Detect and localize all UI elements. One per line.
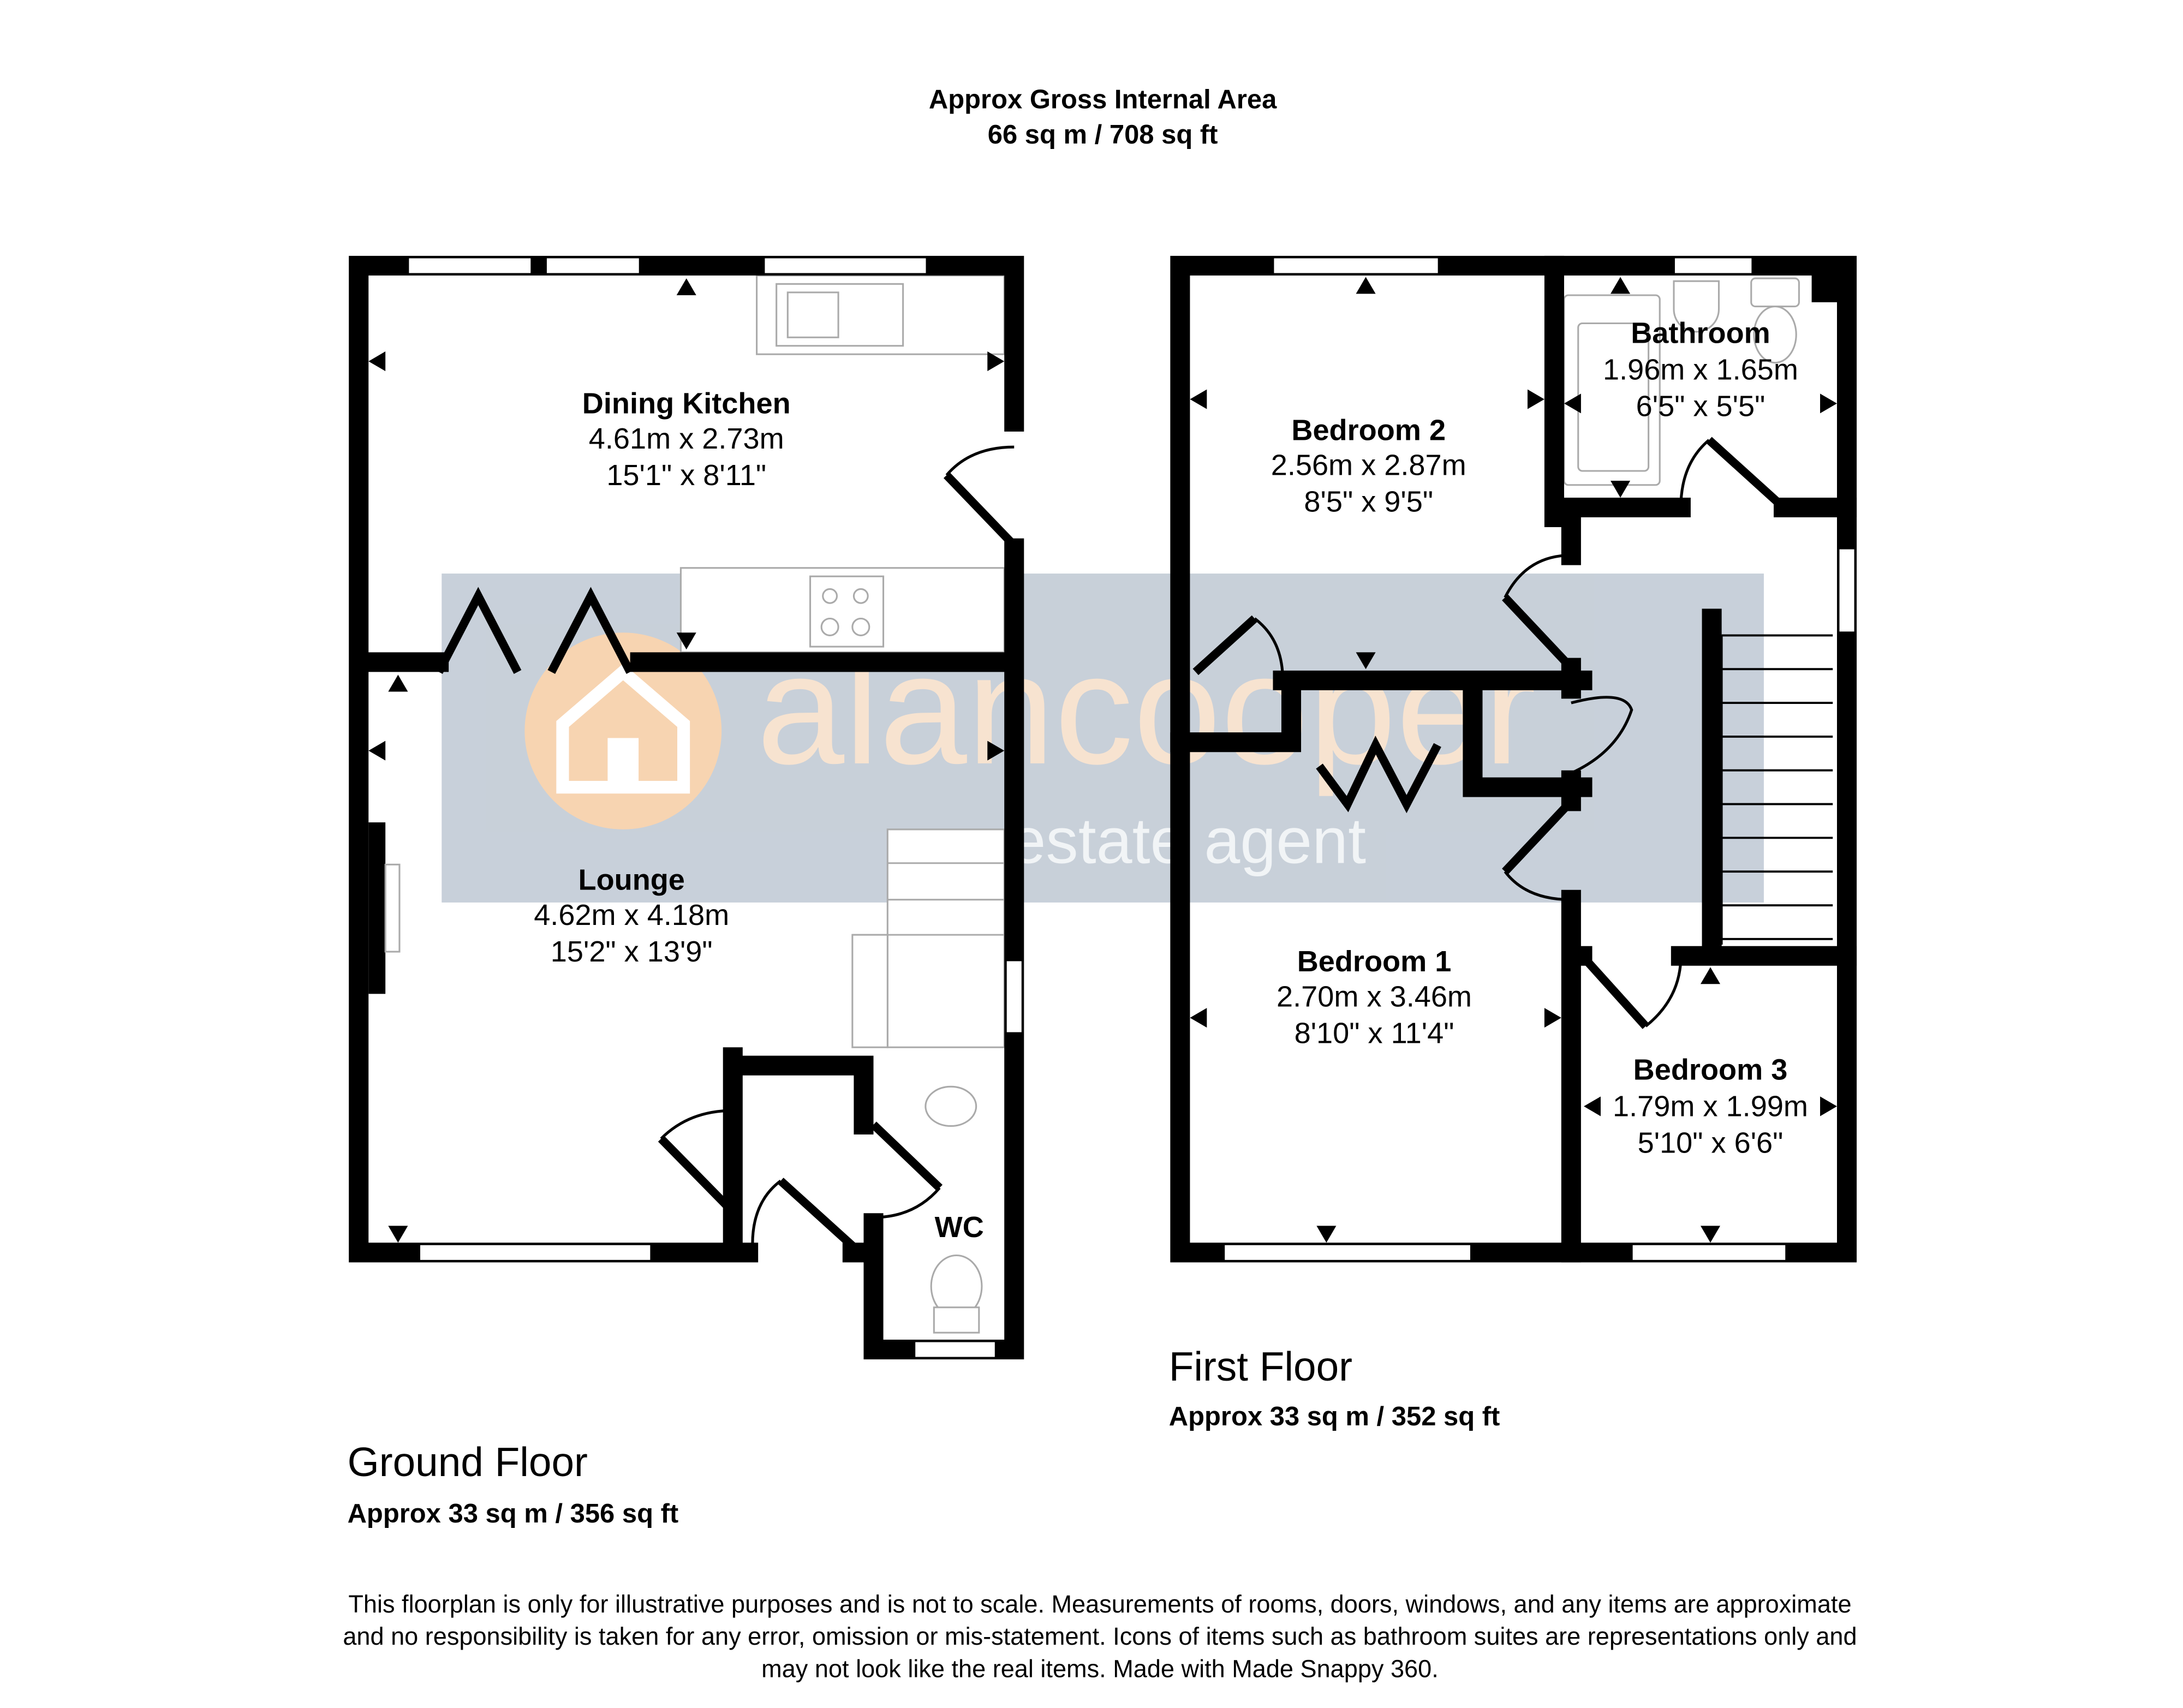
first-walls — [1170, 255, 1857, 1263]
wall-notch — [1811, 265, 1847, 302]
ground-floor-area: Approx 33 sq m / 356 sq ft — [348, 1499, 679, 1528]
ground-floor-label: Ground Floor — [348, 1439, 588, 1485]
watermark: alancooper estate agent — [442, 574, 1764, 903]
window — [1630, 1243, 1788, 1262]
window — [1272, 256, 1440, 276]
room-imperial: 15'1" x 8'11" — [606, 459, 766, 492]
window — [1004, 959, 1024, 1035]
doors — [435, 445, 1017, 1252]
window — [1837, 547, 1857, 634]
room-imperial: 15'2" x 13'9" — [551, 935, 713, 968]
kitchen-fixtures — [368, 274, 1005, 1334]
disclaimer-line: may not look like the real items. Made w… — [761, 1655, 1439, 1682]
room-metric: 1.96m x 1.65m — [1603, 354, 1798, 386]
room-name-dining-kitchen: Dining Kitchen — [582, 387, 791, 420]
room-metric: 2.56m x 2.87m — [1271, 449, 1466, 482]
doors — [1192, 437, 1787, 1029]
header-title: Approx Gross Internal Area — [929, 85, 1277, 114]
disclaimer-line: This floorplan is only for illustrative … — [348, 1590, 1851, 1618]
room-name-bedroom2: Bedroom 2 — [1291, 414, 1446, 446]
first-floor-area: Approx 33 sq m / 352 sq ft — [1169, 1402, 1500, 1431]
room-name-wc: WC — [935, 1211, 984, 1244]
first-floor-plan: Bedroom 2 2.56m x 2.87m 8'5" x 9'5" Bath… — [1170, 255, 1857, 1263]
bathroom-fixtures — [1563, 277, 1833, 945]
window — [1222, 1243, 1472, 1262]
window — [545, 256, 641, 276]
first-floor-label: First Floor — [1169, 1343, 1352, 1389]
ground-floor-plan: Dining Kitchen 4.61m x 2.73m 15'1" x 8'1… — [349, 255, 1024, 1360]
room-name-bedroom1: Bedroom 1 — [1297, 945, 1452, 978]
logo-circle — [524, 632, 722, 829]
room-imperial: 8'5" x 9'5" — [1304, 486, 1433, 518]
room-metric: 4.62m x 4.18m — [534, 899, 729, 931]
room-imperial: 8'10" x 11'4" — [1295, 1017, 1454, 1050]
room-metric: 1.79m x 1.99m — [1613, 1090, 1808, 1122]
header-area: 66 sq m / 708 sq ft — [988, 120, 1218, 150]
window — [1673, 256, 1754, 276]
room-name-bedroom3: Bedroom 3 — [1633, 1053, 1788, 1086]
room-name-lounge: Lounge — [578, 864, 685, 897]
disclaimer-line: and no responsibility is taken for any e… — [343, 1622, 1857, 1650]
room-imperial: 6'5" x 5'5" — [1636, 390, 1766, 423]
room-imperial: 5'10" x 6'6" — [1638, 1126, 1784, 1159]
patio-door — [407, 256, 533, 276]
internal-walls — [1170, 255, 1857, 1263]
window — [913, 1340, 997, 1359]
room-name-bathroom: Bathroom — [1631, 317, 1770, 350]
room-metric: 4.61m x 2.73m — [589, 422, 784, 455]
window — [762, 256, 928, 276]
room-metric: 2.70m x 3.46m — [1277, 981, 1472, 1013]
home-icon — [556, 664, 690, 794]
window — [418, 1243, 653, 1262]
